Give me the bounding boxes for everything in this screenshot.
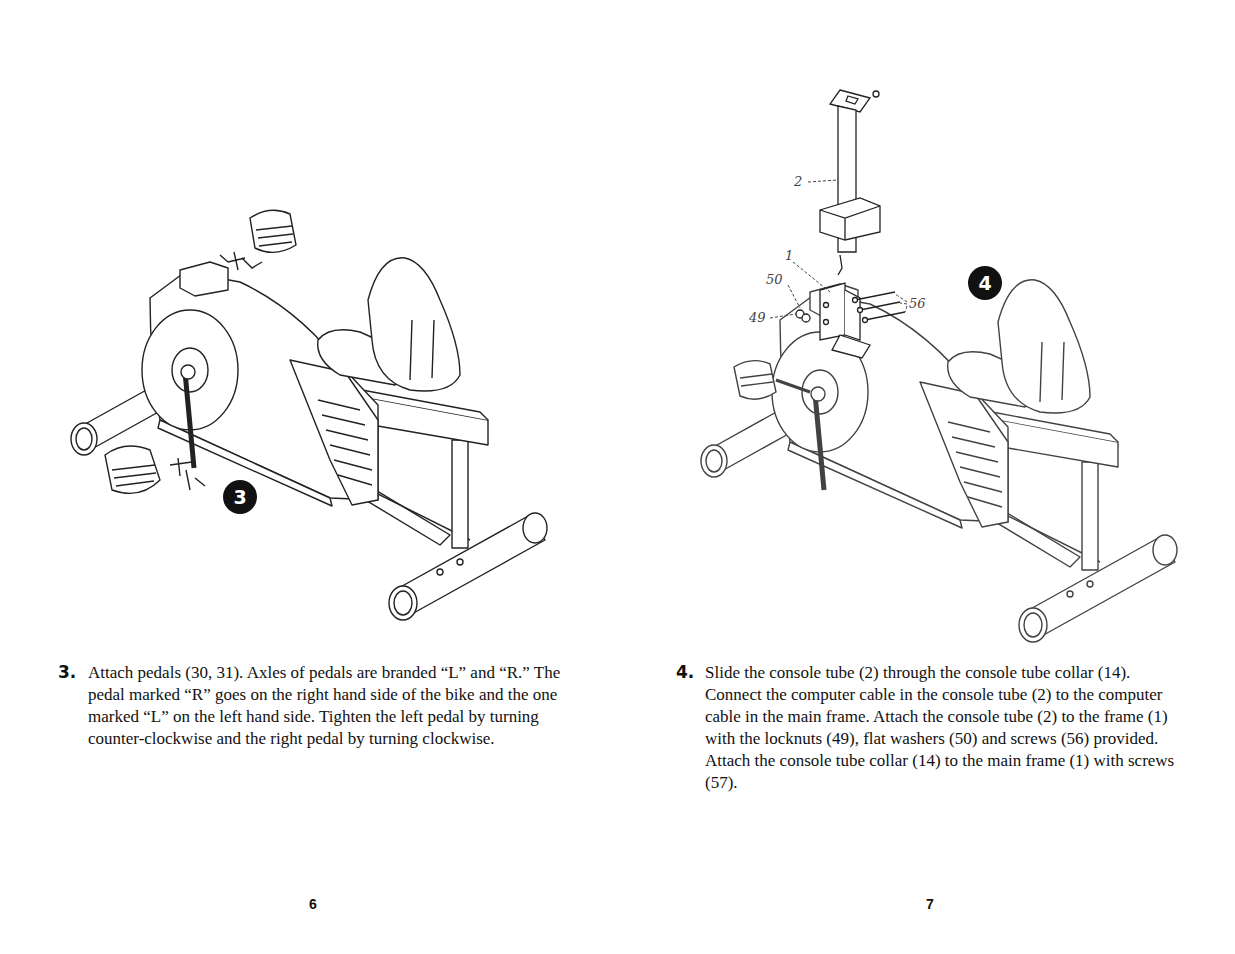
line-art (195, 478, 205, 486)
step-badge: 4 (968, 266, 1002, 300)
step-number: 3 (233, 488, 246, 507)
pedal (105, 446, 205, 493)
line-art (105, 446, 160, 493)
line-art (820, 198, 880, 240)
line-art (112, 465, 156, 486)
recumbent-bike (71, 210, 547, 620)
line-art (734, 361, 776, 400)
step-badge: 3 (223, 480, 257, 514)
line-art (220, 252, 245, 270)
recumbent-bike (701, 280, 1177, 642)
pedal (734, 361, 810, 400)
bike-frame (701, 280, 1177, 642)
line-art (853, 298, 858, 303)
line-art (838, 255, 842, 275)
line-art (846, 96, 858, 104)
part-number: 1 (785, 249, 793, 263)
console-tube (796, 90, 905, 358)
line-art (824, 320, 829, 325)
line-art (788, 285, 800, 308)
line-art (832, 335, 870, 358)
bike-frame (71, 258, 547, 620)
instruction-text: Slide the console tube (2) through the c… (705, 662, 1190, 794)
step-number: 4 (978, 274, 991, 293)
instruction-text: Attach pedals (30, 31). Axles of pedals … (88, 662, 568, 750)
line-art (256, 226, 293, 246)
pedal (220, 210, 296, 270)
line-art (873, 91, 879, 97)
line-art (820, 206, 880, 240)
line-art (895, 294, 907, 302)
line-art (740, 374, 773, 386)
line-art (250, 210, 296, 252)
part-number: 49 (749, 311, 766, 325)
step-number: 3. (58, 661, 76, 683)
line-art (770, 314, 796, 318)
step-number: 4. (676, 661, 694, 683)
page-number: 7 (926, 896, 934, 912)
part-number: 2 (794, 175, 802, 189)
line-art (170, 458, 192, 490)
line-art (776, 380, 810, 392)
line-art (824, 303, 829, 308)
line-art (845, 290, 860, 340)
line-art (905, 306, 907, 312)
line-art (793, 262, 830, 292)
page-number: 6 (309, 896, 317, 912)
part-number: 50 (766, 273, 783, 287)
line-art (242, 258, 262, 268)
line-art (820, 283, 845, 340)
line-art (858, 308, 863, 313)
leader-line (770, 180, 907, 318)
line-art (802, 314, 810, 322)
part-number: 56 (909, 297, 926, 311)
line-art (808, 180, 838, 182)
line-art (863, 318, 868, 323)
line-art (900, 303, 907, 304)
